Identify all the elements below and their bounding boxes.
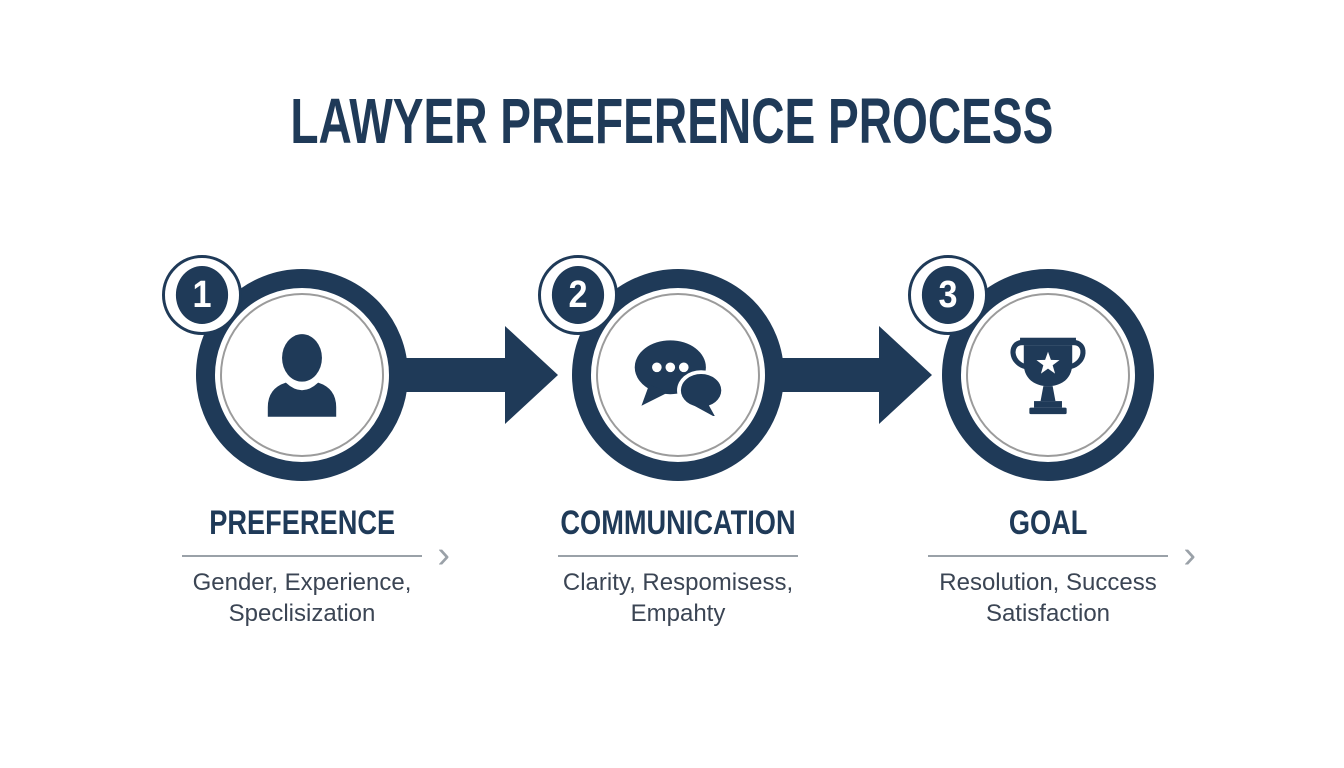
trophy-icon — [1010, 337, 1086, 415]
step-3-description: Resolution, Success Satisfaction — [878, 567, 1218, 629]
step-2-inner-ring — [596, 293, 760, 457]
step-3-description-line2: Satisfaction — [985, 600, 1111, 627]
step-1-description-line1: Gender, Experience, — [192, 569, 412, 596]
chevron-right-icon: › — [437, 534, 450, 576]
step-1-icon-holder — [215, 288, 389, 462]
arrow-right-icon — [776, 326, 932, 424]
step-1-number-badge: 1 — [162, 255, 242, 335]
page-title: LAWYER PREFERENCE PROCESS — [290, 85, 1054, 157]
step-2-description-line1: Clarity, Respomisess, — [562, 569, 794, 596]
step-3-title: GOAL — [1008, 504, 1088, 542]
step-2-icon-holder — [591, 288, 765, 462]
arrow-right-icon — [402, 326, 558, 424]
step-1-text-block: PREFERENCE › Gender, Experience, Speclis… — [132, 504, 472, 629]
step-3-description-line1: Resolution, Success — [939, 569, 1157, 596]
step-1-description-line2: Speclisization — [228, 600, 376, 627]
step-3-icon-holder — [961, 288, 1135, 462]
step-2-number: 2 — [551, 266, 605, 324]
person-icon — [267, 334, 337, 417]
step-3-text-block: GOAL › Resolution, Success Satisfaction — [878, 504, 1218, 629]
step-3-number: 3 — [921, 266, 975, 324]
step-1-number: 1 — [175, 266, 229, 324]
step-2-divider-line: › — [558, 555, 798, 557]
step-1-divider-line: › — [182, 536, 450, 574]
title-wrap: LAWYER PREFERENCE PROCESS — [0, 84, 1344, 158]
step-3-inner-ring — [966, 293, 1130, 457]
chevron-right-icon: › — [1183, 534, 1196, 576]
step-1-description: Gender, Experience, Speclisization — [132, 567, 472, 629]
step-3-divider-line: › — [928, 536, 1196, 574]
step-2-number-badge: 2 — [538, 255, 618, 335]
step-1-circle — [196, 269, 408, 481]
step-2-text-block: COMMUNICATION › Clarity, Respomisess, Em… — [508, 504, 848, 629]
chat-bubbles-icon — [634, 340, 726, 416]
step-2-description-line2: Empahty — [630, 600, 726, 627]
step-2-title: COMMUNICATION — [560, 504, 796, 542]
step-2-description: Clarity, Respomisess, Empahty — [508, 567, 848, 629]
step-1-title: PREFERENCE — [209, 504, 395, 542]
step-1-inner-ring — [220, 293, 384, 457]
step-3-number-badge: 3 — [908, 255, 988, 335]
